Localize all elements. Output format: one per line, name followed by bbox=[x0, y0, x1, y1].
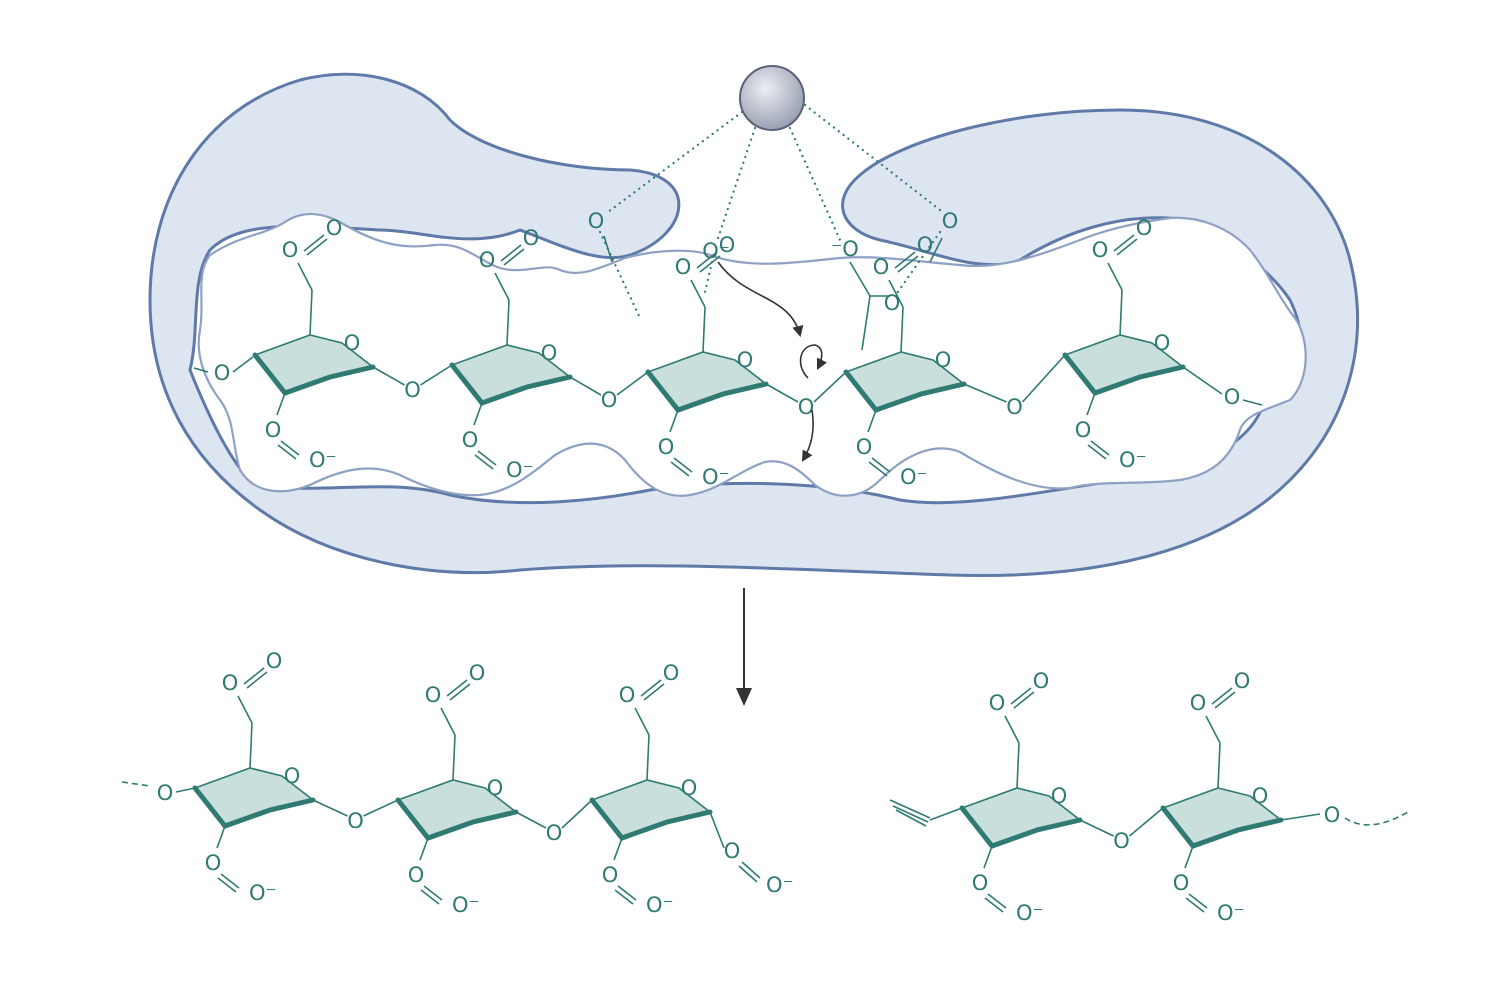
carboxyl-oxygen-label: O bbox=[675, 255, 692, 279]
carboxylate-anion-label: O⁻ bbox=[1016, 901, 1044, 925]
glycosidic-oxygen-label: O bbox=[798, 395, 815, 419]
carbonyl-oxygen-label: O bbox=[523, 226, 540, 250]
carboxyl-oxygen-label: O bbox=[222, 671, 239, 695]
carboxyl-oxygen-label: O bbox=[282, 238, 299, 262]
carboxylate-anion-label: O⁻ bbox=[1217, 901, 1245, 925]
ring-oxygen-label: O bbox=[284, 764, 301, 788]
ring-oxygen-label: O bbox=[1252, 784, 1269, 808]
carboxyl-oxygen-label: O bbox=[989, 691, 1006, 715]
carboxylate-oxygen-label: O bbox=[1075, 418, 1092, 442]
carboxylate-oxygen-label: O bbox=[408, 863, 425, 887]
ring-oxygen-label: O bbox=[681, 776, 698, 800]
catalytic-anion-label: ⁻O bbox=[831, 237, 859, 261]
sugar-ring: O O O O O⁻ bbox=[252, 216, 376, 472]
catalytic-residues: OO⁻⁻OOO bbox=[588, 209, 959, 351]
carbonyl-oxygen-label: O bbox=[326, 216, 343, 240]
carboxylate-oxygen-label: O bbox=[856, 435, 873, 459]
sugar-ring: O O O O O⁻ bbox=[589, 661, 713, 917]
carboxyl-oxygen-label: O bbox=[619, 683, 636, 707]
glycosidic-oxygen-label: O bbox=[347, 809, 364, 833]
catalytic-anion-label: O⁻ bbox=[702, 239, 730, 263]
carboxyl-oxygen-label: O bbox=[1190, 691, 1207, 715]
catalytic-oxygen-label: O bbox=[942, 209, 959, 233]
ring-oxygen-label: O bbox=[737, 348, 754, 372]
carboxylate-oxygen-label: O bbox=[658, 435, 675, 459]
carboxyl-oxygen-label: O bbox=[1092, 238, 1109, 262]
carboxylate-anion-label: O⁻ bbox=[506, 458, 534, 482]
ring-oxygen-label: O bbox=[487, 776, 504, 800]
terminal-oxygen-label: O bbox=[724, 839, 741, 863]
metal-ion-sphere-icon bbox=[739, 65, 805, 131]
sugar-ring: O O O O O⁻ bbox=[959, 669, 1083, 925]
carboxylate-anion-label: O⁻ bbox=[702, 465, 730, 489]
glycosidic-linkages-lower: O O O O O⁻ O O bbox=[121, 781, 1409, 897]
sugar-ring: O O O O O⁻ bbox=[1062, 216, 1186, 472]
reaction-down-arrow-icon bbox=[736, 588, 752, 706]
carboxyl-oxygen-label: O bbox=[425, 683, 442, 707]
ring-oxygen-label: O bbox=[344, 331, 361, 355]
glycosidic-oxygen-label: O bbox=[546, 821, 563, 845]
carbonyl-oxygen-label: O bbox=[917, 233, 934, 257]
carboxylate-oxygen-label: O bbox=[972, 871, 989, 895]
binding-cleft bbox=[197, 213, 1307, 497]
terminal-anion-label: O⁻ bbox=[766, 873, 794, 897]
carboxyl-oxygen-label: O bbox=[873, 255, 890, 279]
coordination-bonds bbox=[598, 103, 942, 320]
carboxylate-anion-label: O⁻ bbox=[900, 465, 928, 489]
carbonyl-oxygen-label: O bbox=[663, 661, 680, 685]
glycosidic-oxygen-label: O bbox=[1224, 385, 1241, 409]
carbonyl-oxygen-label: O bbox=[1136, 216, 1153, 240]
carboxylate-anion-label: O⁻ bbox=[452, 893, 480, 917]
glycosidic-oxygen-label: O bbox=[157, 781, 174, 805]
glycosidic-oxygen-label: O bbox=[404, 378, 421, 402]
sugar-ring: O O O O O⁻ bbox=[395, 661, 519, 917]
glycosidic-oxygen-label: O bbox=[1324, 803, 1341, 827]
ring-oxygen-label: O bbox=[1154, 331, 1171, 355]
glycosidic-oxygen-label: O bbox=[1113, 829, 1130, 853]
carbonyl-oxygen-label: O bbox=[1033, 669, 1050, 693]
carboxylate-anion-label: O⁻ bbox=[249, 881, 277, 905]
ring-oxygen-label: O bbox=[541, 341, 558, 365]
carboxylate-oxygen-label: O bbox=[462, 428, 479, 452]
carboxylate-anion-label: O⁻ bbox=[1119, 448, 1147, 472]
carboxylate-oxygen-label: O bbox=[205, 851, 222, 875]
enzyme-body bbox=[148, 72, 1359, 577]
carboxylate-anion-label: O⁻ bbox=[309, 448, 337, 472]
carbonyl-oxygen-label: O bbox=[266, 649, 283, 673]
carboxyl-oxygen-label: O bbox=[479, 248, 496, 272]
glycosidic-oxygen-label: O bbox=[1006, 395, 1023, 419]
glycosidic-oxygen-label: O bbox=[214, 361, 231, 385]
carboxylate-oxygen-label: O bbox=[265, 418, 282, 442]
carboxylate-oxygen-label: O bbox=[1173, 871, 1190, 895]
carbonyl-oxygen-label: O bbox=[1234, 669, 1251, 693]
catalytic-oxygen-label: O bbox=[884, 291, 901, 315]
ring-oxygen-label: O bbox=[1051, 784, 1068, 808]
glycosidic-linkages-upper: O O O O O O bbox=[193, 354, 1263, 419]
glycosidic-oxygen-label: O bbox=[601, 388, 618, 412]
catalytic-oxygen-label: O bbox=[588, 209, 605, 233]
mechanism-arrows bbox=[717, 261, 828, 462]
carbonyl-oxygen-label: O bbox=[719, 233, 736, 257]
carbonyl-oxygen-label: O bbox=[469, 661, 486, 685]
sugar-ring: O O O O O⁻ bbox=[192, 649, 316, 905]
carboxylate-oxygen-label: O bbox=[602, 863, 619, 887]
ring-oxygen-label: O bbox=[935, 348, 952, 372]
sugar-ring: O O O O O⁻ bbox=[1160, 669, 1284, 925]
carboxylate-anion-label: O⁻ bbox=[646, 893, 674, 917]
